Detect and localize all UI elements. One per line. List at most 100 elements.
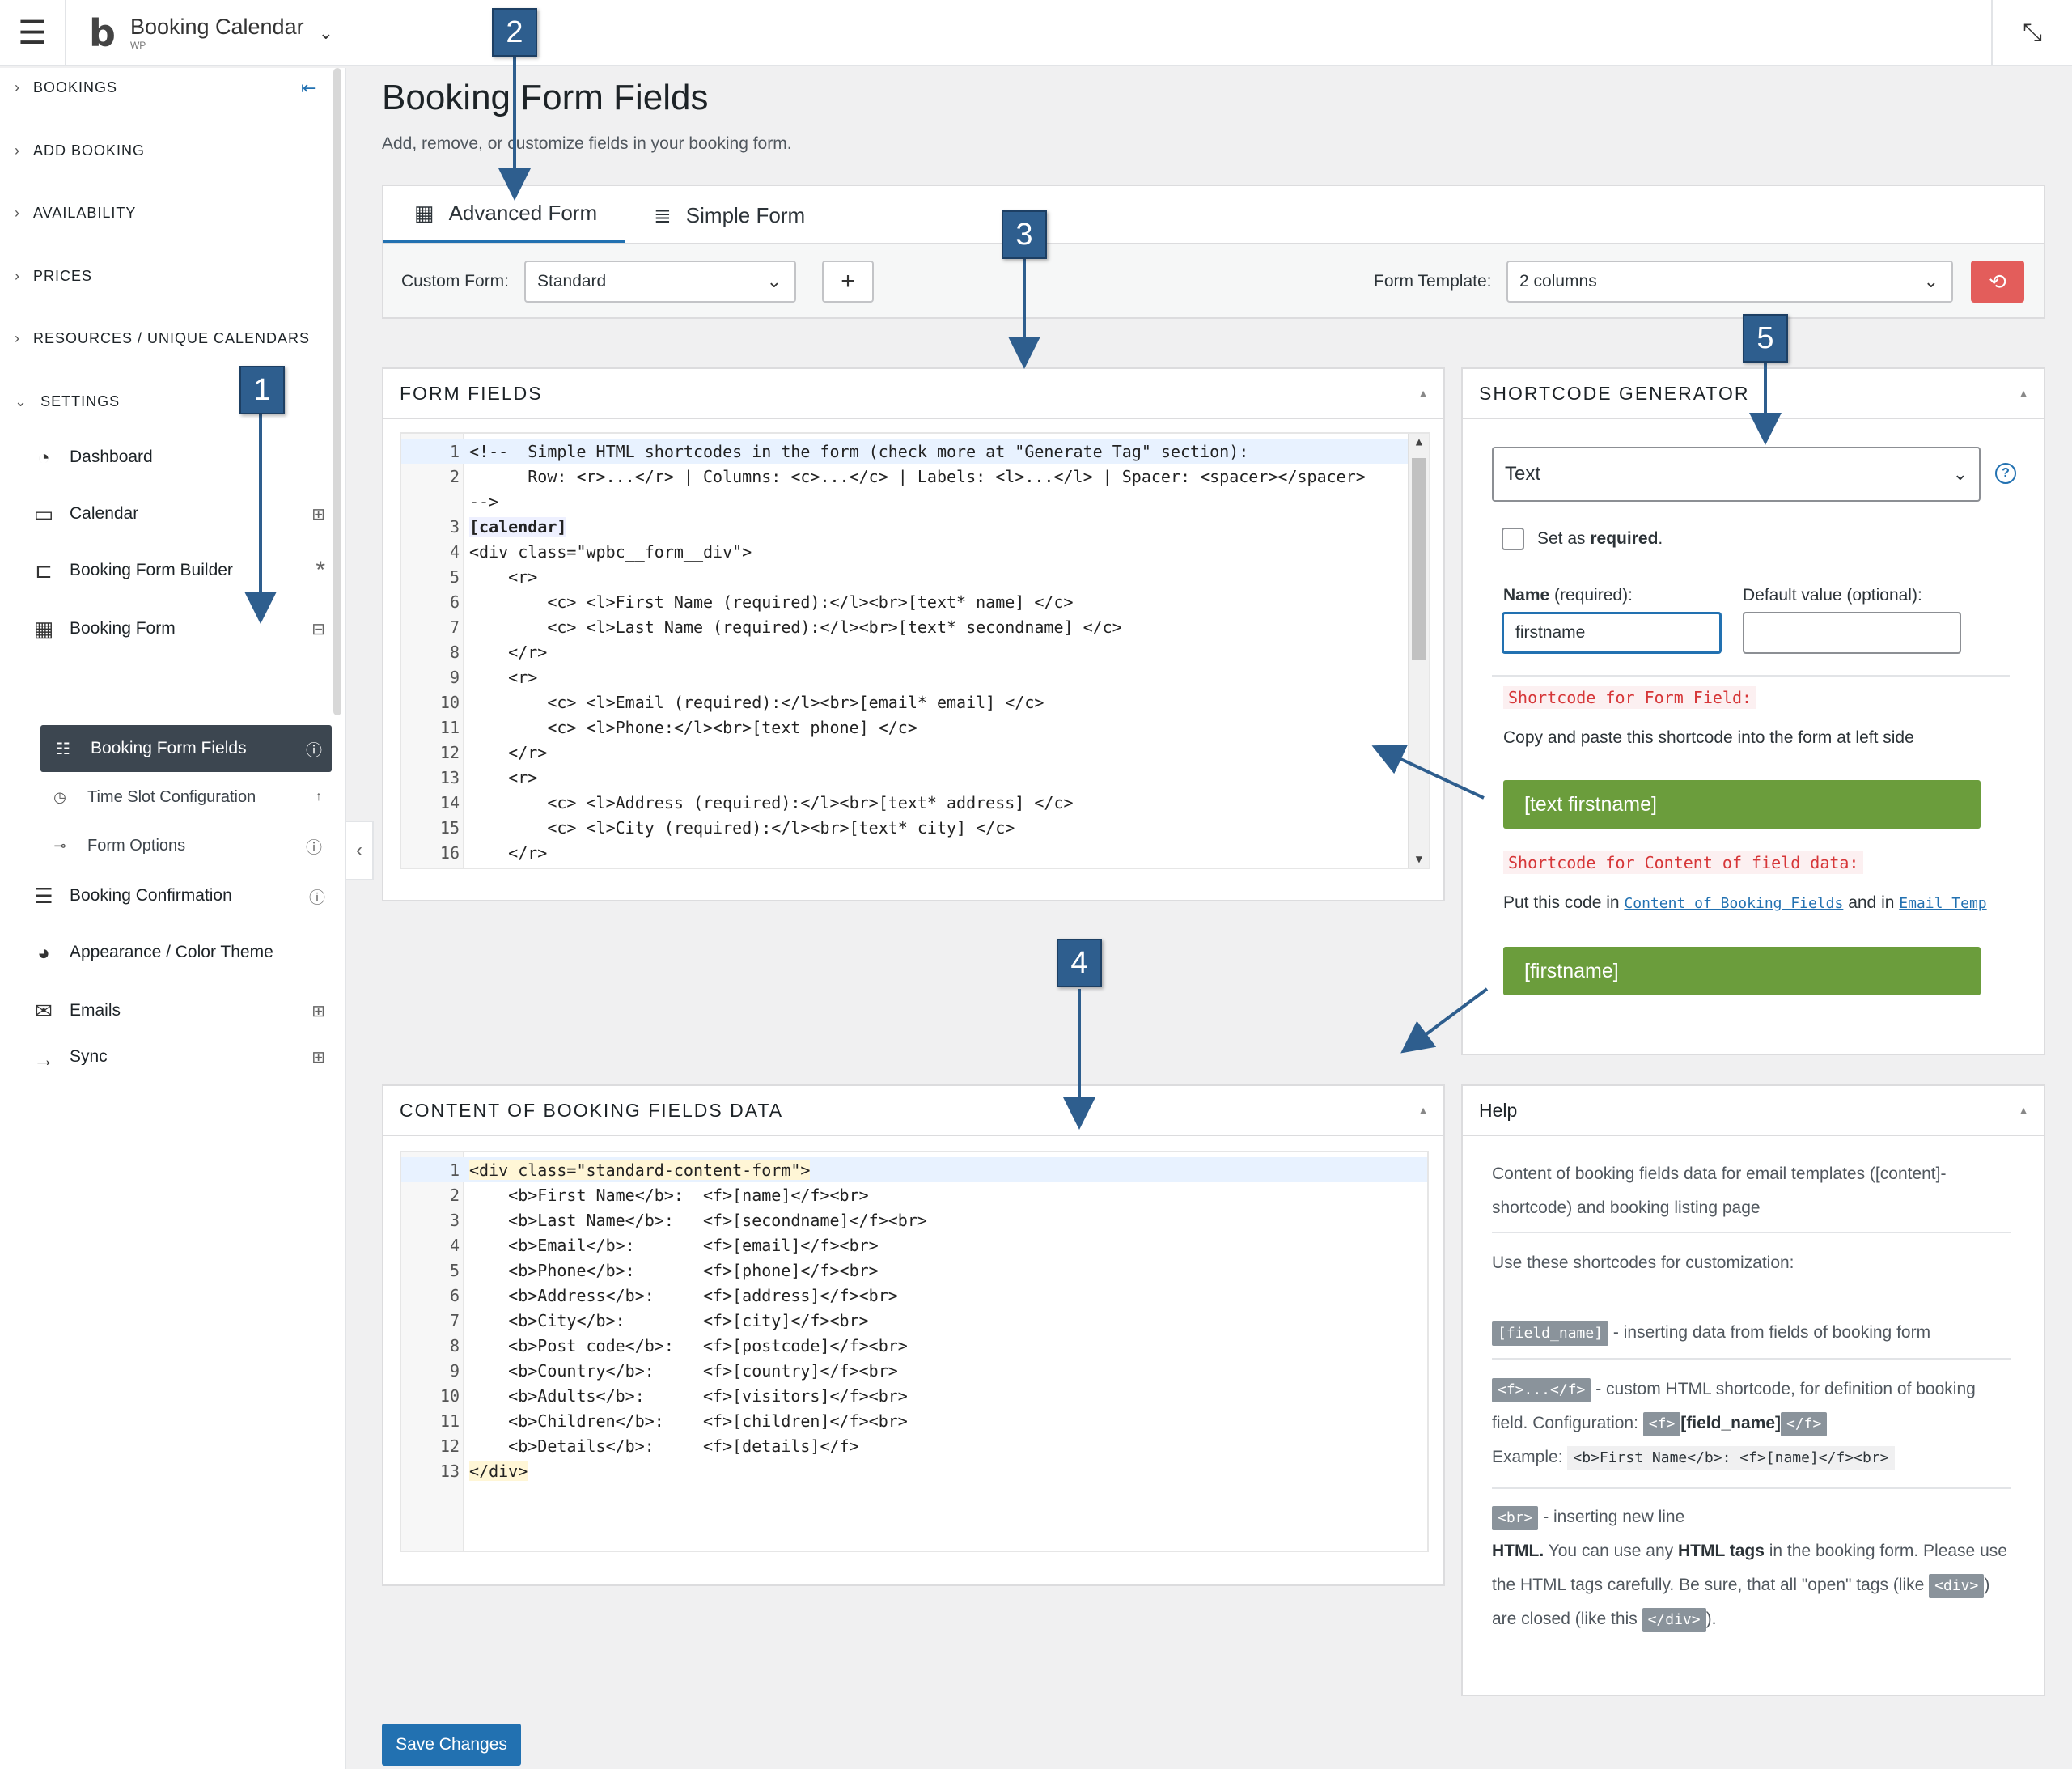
tab-simple-form[interactable]: ≣Simple Form <box>654 202 806 227</box>
question-circle-icon[interactable]: ⓘ <box>306 741 322 760</box>
text-lines-icon: ≣ <box>654 202 672 227</box>
required-checkbox[interactable] <box>1502 528 1524 550</box>
save-changes-button[interactable]: Save Changes <box>382 1724 521 1766</box>
fullscreen-collapse-button[interactable]: ⤡ <box>1991 0 2072 66</box>
scroll-up-icon[interactable]: ▲ <box>1415 435 1423 448</box>
code-line: 10 <b>Adults</b>: <f>[visitors]</f><br> <box>439 1385 908 1406</box>
default-value-input[interactable] <box>1743 612 1961 654</box>
name-input[interactable]: firstname <box>1502 612 1722 654</box>
top-bar: ☰ b Booking Calendar WP ⌄ ⤡ <box>0 0 2072 66</box>
form-template-select[interactable]: 2 columns⌄ <box>1506 261 1953 303</box>
chevron-left-icon: ‹ <box>356 839 362 861</box>
code-line: 11 <b>Children</b>: <f>[children]</f><br… <box>439 1411 908 1431</box>
sidebar-collapse-button[interactable]: ‹ <box>346 821 374 880</box>
code-line: 3[calendar] <box>449 516 567 537</box>
collapse-triangle-icon[interactable]: ▲ <box>1417 387 1429 400</box>
code-line: 2 Row: <r>...</r> | Columns: <c>...</c> … <box>449 466 1366 486</box>
envelope-icon: ✉ <box>35 998 53 1023</box>
code-line: 2 <b>First Name</b>: <f>[name]</f><br> <box>449 1185 869 1205</box>
code-line: 13</div> <box>439 1461 528 1481</box>
grid-icon: ▦ <box>33 616 54 641</box>
content-of-booking-fields-link[interactable]: Content of Booking Fields <box>1624 895 1844 912</box>
sign-in-icon[interactable]: ⇤ <box>301 77 317 98</box>
form-tabs: ▦Advanced Form ≣Simple Form <box>382 185 2045 244</box>
sidebar-item-dashboard[interactable]: ◔Dashboard <box>31 435 330 479</box>
shortcode-form-field-title: Shortcode for Form Field: <box>1503 686 1757 709</box>
sync-icon: → <box>33 1047 54 1065</box>
form-field-shortcode[interactable]: [text firstname] <box>1503 780 1981 829</box>
form-template-label: Form Template: <box>1374 272 1492 291</box>
custom-form-select[interactable]: Standard⌄ <box>524 261 796 303</box>
code-line: 11 <c> <l>Phone:</l><br>[text phone] </c… <box>439 717 917 737</box>
shortcode-content-title: Shortcode for Content of field data: <box>1503 851 1864 874</box>
add-custom-form-button[interactable]: + <box>822 261 874 303</box>
help-field-name: [field_name] - inserting data from field… <box>1492 1316 2010 1350</box>
scrollbar-thumb[interactable] <box>1412 458 1426 660</box>
question-circle-icon[interactable]: ⓘ <box>306 838 322 857</box>
brand-switcher[interactable]: b Booking Calendar WP ⌄ <box>89 11 333 55</box>
content-fields-editor[interactable]: 1<div class="standard-content-form"> 2 <… <box>400 1151 1429 1552</box>
reset-template-button[interactable]: ⟲ <box>1971 261 2024 303</box>
sidebar-group-availability[interactable]: ›AVAILABILITY <box>15 205 137 221</box>
expand-plus-icon[interactable]: ⊞ <box>311 505 325 524</box>
shortcode-content-desc: Put this code in Content of Booking Fiel… <box>1503 893 1987 912</box>
chevron-right-icon: › <box>15 205 20 221</box>
code-line: 14 <c> <l>Address (required):</l><br>[te… <box>439 792 1074 812</box>
sidebar-item-time-slot-configuration[interactable]: ◷Time Slot Configuration↑ <box>49 775 333 819</box>
form-fields-editor[interactable]: 1<!-- Simple HTML shortcodes in the form… <box>400 432 1430 869</box>
app-subtitle: WP <box>129 39 146 51</box>
field-type-select[interactable]: Text⌄ <box>1492 447 1981 502</box>
sidebar-item-booking-form-builder[interactable]: ⊏Booking Form Builder* <box>31 549 330 592</box>
content-field-shortcode[interactable]: [firstname] <box>1503 947 1981 995</box>
shortcode-generator-panel-header: SHORTCODE GENERATOR▲ <box>1463 369 2044 419</box>
palette-icon: ◕ <box>37 940 50 965</box>
collapse-triangle-icon[interactable]: ▲ <box>1417 1104 1429 1117</box>
annotation-badge-2: 2 <box>492 8 537 57</box>
collapse-triangle-icon[interactable]: ▲ <box>2018 1104 2029 1117</box>
email-templates-link[interactable]: Email Temp <box>1899 895 1987 912</box>
page-subtitle: Add, remove, or customize fields in your… <box>382 134 792 153</box>
sidebar-group-add-booking[interactable]: ›ADD BOOKING <box>15 142 146 159</box>
asterisk-icon: * <box>316 557 325 583</box>
sidebar-group-resources[interactable]: ›RESOURCES / UNIQUE CALENDARS <box>15 330 311 346</box>
help-intro: Content of booking fields data for email… <box>1492 1164 1947 1217</box>
code-line: 13 <r> <box>439 767 538 787</box>
sidebar-item-emails[interactable]: ✉Emails⊞ <box>31 989 330 1033</box>
sidebar: ‹ ›BOOKINGS⇤ ›ADD BOOKING ›AVAILABILITY … <box>0 68 374 1769</box>
code-line: 8 <b>Post code</b>: <f>[postcode]</f><br… <box>449 1335 908 1355</box>
help-question-icon[interactable]: ? <box>1995 463 2016 484</box>
code-line: 1<div class="standard-content-form"> <box>401 1157 1427 1182</box>
code-line: 10 <c> <l>Email (required):</l><br>[emai… <box>439 692 1044 712</box>
fields-list-icon: ☷ <box>56 740 70 758</box>
collapse-minus-icon[interactable]: ⊟ <box>311 620 325 638</box>
expand-plus-icon[interactable]: ⊞ <box>311 1002 325 1020</box>
sidebar-group-bookings[interactable]: ›BOOKINGS⇤ <box>15 77 317 98</box>
annotation-badge-5: 5 <box>1743 314 1788 363</box>
expand-plus-icon[interactable]: ⊞ <box>311 1049 325 1065</box>
sidebar-group-settings[interactable]: ⌄SETTINGS <box>15 393 121 409</box>
sidebar-item-sync[interactable]: →Sync⊞ <box>31 1047 330 1065</box>
scroll-down-icon[interactable]: ▼ <box>1415 853 1423 866</box>
editor-scrollbar[interactable]: ▲ ▼ <box>1408 434 1429 868</box>
question-circle-icon[interactable]: ⓘ <box>309 889 325 907</box>
sidebar-scrollbar[interactable] <box>333 68 341 715</box>
code-line: 15 <c> <l>City (required):</l><br>[text*… <box>439 817 1015 838</box>
dashboard-gauge-icon: ◔ <box>37 444 50 469</box>
sidebar-group-prices[interactable]: ›PRICES <box>15 268 93 284</box>
sidebar-item-appearance[interactable]: ◕Appearance / Color Theme <box>31 931 330 974</box>
toggle-icon: ⊸ <box>53 837 66 854</box>
form-fields-panel-header: FORM FIELDS▲ <box>383 369 1443 419</box>
custom-form-label: Custom Form: <box>401 272 510 291</box>
sidebar-item-booking-form[interactable]: ▦Booking Form⊟ <box>31 607 330 651</box>
sidebar-item-calendar[interactable]: ▭Calendar⊞ <box>31 492 330 536</box>
collapse-triangle-icon[interactable]: ▲ <box>2018 387 2029 400</box>
code-line: 6 <b>Address</b>: <f>[address]</f><br> <box>449 1285 898 1305</box>
menu-toggle-button[interactable]: ☰ <box>0 0 66 66</box>
annotation-badge-4: 4 <box>1057 939 1102 987</box>
chevron-right-icon: › <box>15 268 20 284</box>
tab-advanced-form[interactable]: ▦Advanced Form <box>383 186 625 244</box>
